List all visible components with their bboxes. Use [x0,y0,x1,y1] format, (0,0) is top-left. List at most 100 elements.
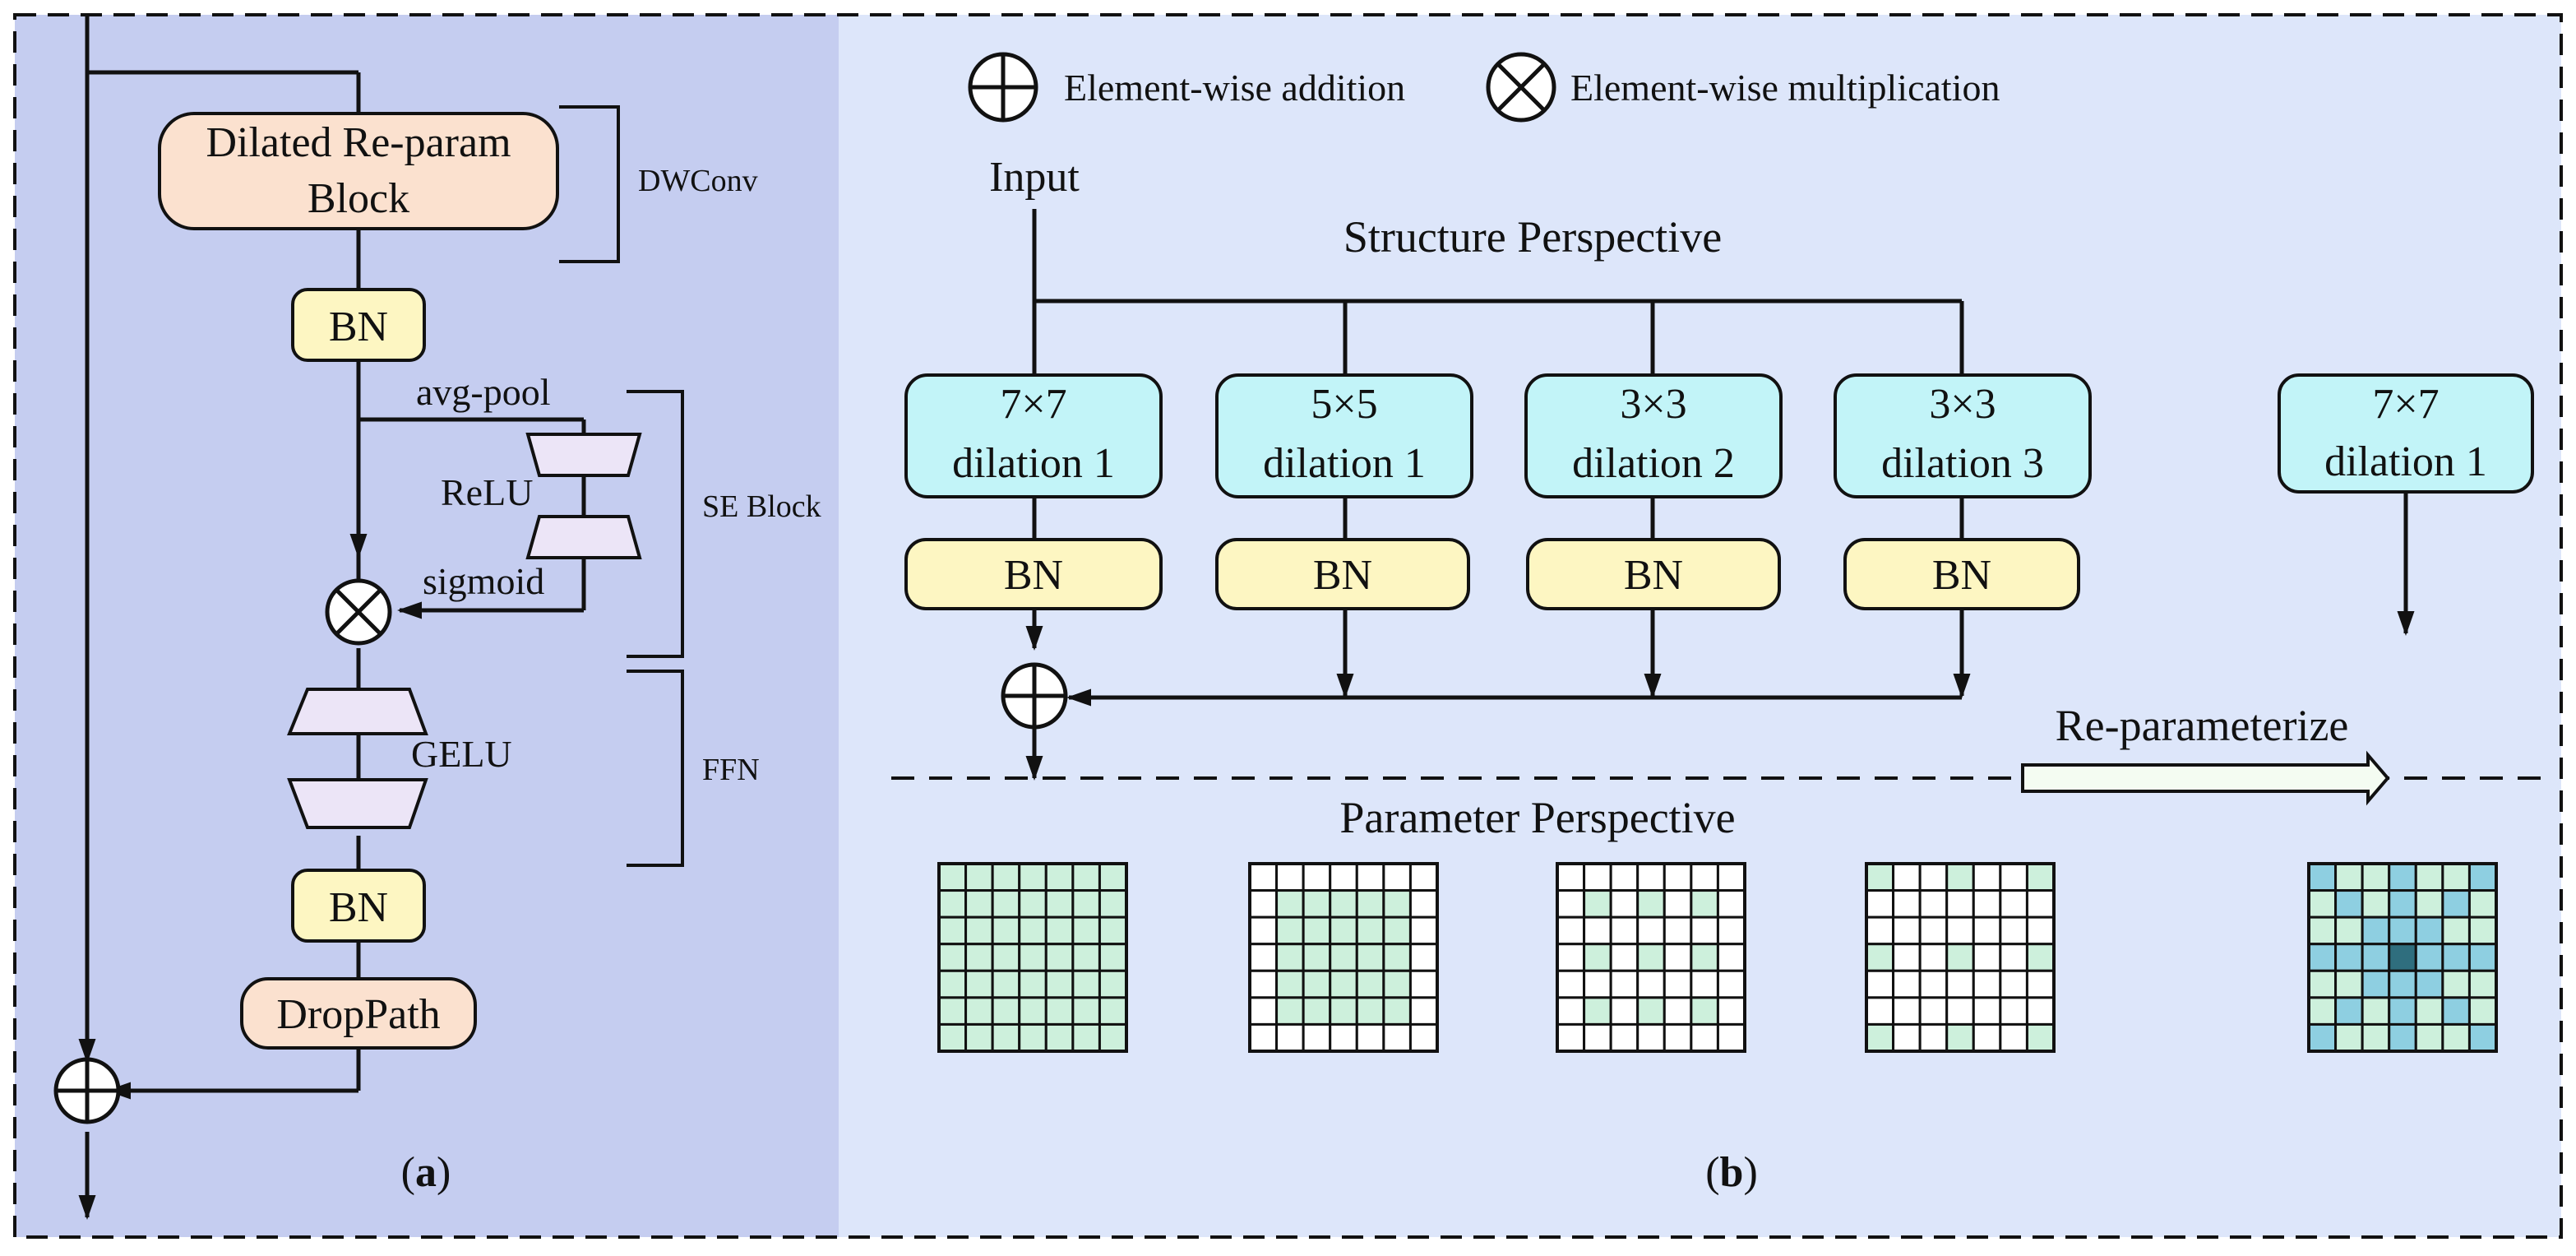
branch-2-bn-label: BN [1313,552,1372,599]
se-trapezoid-down [525,433,642,477]
kernel-cell [1663,862,1693,892]
kernel-cell [1636,1022,1666,1053]
dilated-reparam-block [158,112,559,230]
kernel-cell [2307,889,2338,919]
dwconv-bracket [559,105,620,263]
legend-add-label: Element-wise addition [1064,67,1405,109]
kernel-cell [1018,969,1048,999]
kernel-cell [2307,969,2338,999]
kernel-cell [1583,915,1612,946]
kernel-cell [2025,969,2056,999]
kernel-cell [2025,889,2056,919]
kernel-cell [1044,915,1075,946]
kernel-cell [1999,915,2028,946]
dilated-block-label-1: Dilated Re-param [206,119,511,166]
kernel-grid-3 [1556,862,1746,1053]
kernel-cell [2441,915,2471,946]
kernel-cell [2467,943,2498,972]
branch-4-bn-box [1843,538,2080,610]
kernel-cell [991,889,1021,919]
kernel-cell [1329,915,1358,946]
kernel-cell [1302,969,1332,999]
kernel-cell [2441,889,2471,919]
branch-4: 3×3 dilation 3 BN [1834,373,2092,610]
relu-label: ReLU [441,471,533,513]
branch-2-kernel: 5×5 [1311,381,1377,428]
kernel-grid-5 [2307,862,2498,1053]
kernel-grid-border [1865,862,2056,1053]
kernel-cell [1716,889,1746,919]
kernel-cell [1972,915,2002,946]
kernel-cell [1302,943,1332,972]
kernel-cell [2307,943,2338,972]
merged-kernel-size: 7×7 [2372,381,2439,428]
kernel-cell [2334,889,2364,919]
reparameterize-label: Re-parameterize [2056,701,2349,750]
kernel-cell [1556,943,1586,972]
ffn-bracket [627,670,684,867]
kernel-cell [1355,996,1385,1026]
branch-1: 7×7 dilation 1 BN [904,373,1163,610]
kernel-cell [2467,862,2498,892]
kernel-cell [1716,996,1746,1026]
kernel-cell [964,969,994,999]
kernel-cell [1636,915,1666,946]
kernel-grid-border [937,862,1128,1053]
kernel-cell [937,943,968,972]
kernel-cell [937,996,968,1026]
kernel-cell [2025,996,2056,1026]
kernel-cell [1408,889,1439,919]
kernel-grid-border [1248,862,1439,1053]
kernel-cell [1945,889,1975,919]
kernel-cell [1098,915,1128,946]
kernel-cell [1275,862,1305,892]
kernel-cell [1071,889,1101,919]
kernel-cell [1636,996,1666,1026]
kernel-cell [1098,1022,1128,1053]
kernel-cell [2441,969,2471,999]
branch-4-dilation: dilation 3 [1881,440,2044,487]
kernel-cell [1382,889,1412,919]
kernel-cell [1945,915,1975,946]
kernel-cell [1408,862,1439,892]
kernel-cell [2361,969,2391,999]
kernel-cell [1248,943,1279,972]
kernel-cell [1302,996,1332,1026]
kernel-cell [1408,1022,1439,1053]
branch-4-box [1834,373,2092,498]
kernel-cell [1999,943,2028,972]
kernel-cell [2307,1022,2338,1053]
kernel-cell [1690,996,1719,1026]
kernel-cell [1355,1022,1385,1053]
kernel-cell [1098,969,1128,999]
kernel-cell [2388,943,2417,972]
kernel-cell [2334,915,2364,946]
kernel-grid-2 [1248,862,1439,1053]
kernel-cell [2414,996,2444,1026]
kernel-cell [1918,1022,1949,1053]
kernel-cell [2441,943,2471,972]
droppath-box [240,977,477,1050]
kernel-cell [2307,915,2338,946]
kernel-cell [1098,862,1128,892]
kernel-cell [2467,915,2498,946]
kernel-cell [2307,996,2338,1026]
kernel-cell [1275,1022,1305,1053]
bn-bottom-label: BN [329,884,388,931]
multiply-symbol [325,578,392,646]
kernel-cell [2361,862,2391,892]
kernel-cell [937,915,968,946]
kernel-cell [1609,915,1639,946]
kernel-cell [937,862,968,892]
kernel-cell [1892,862,1922,892]
kernel-cell [1972,943,2002,972]
panel-b-caption: (b) [1705,1149,1758,1196]
kernel-cell [991,862,1021,892]
kernel-grids [937,862,2498,1053]
kernel-cell [1302,915,1332,946]
kernel-cell [2467,969,2498,999]
kernel-cell [1583,969,1612,999]
kernel-cell [2388,969,2417,999]
branch-1-bn-label: BN [1004,552,1063,599]
kernel-cell [1018,943,1048,972]
